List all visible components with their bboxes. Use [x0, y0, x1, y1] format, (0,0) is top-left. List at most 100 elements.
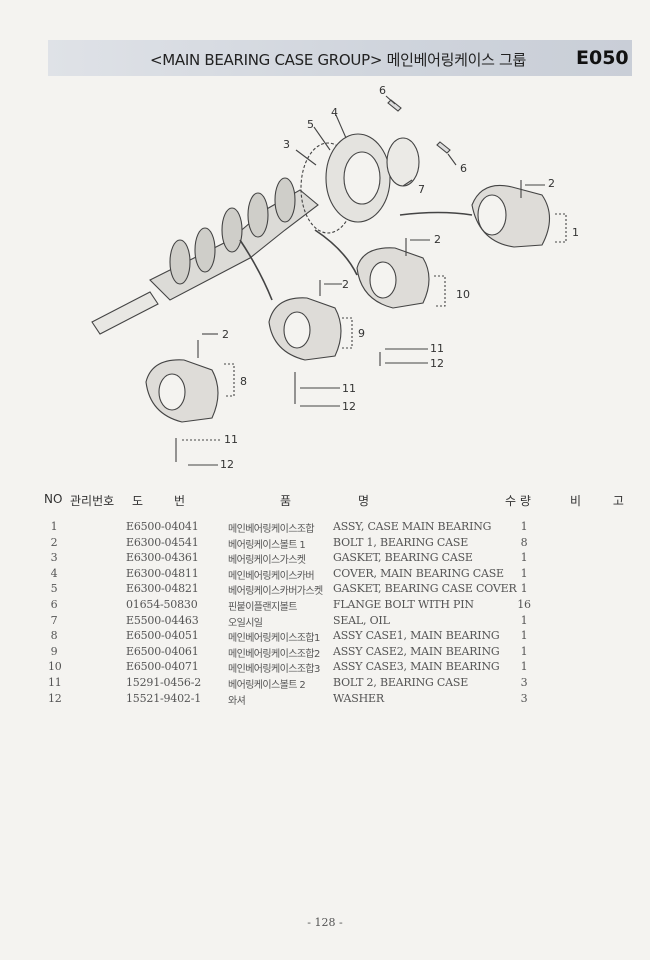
korean-name: 베어링케이스가스켓 — [228, 555, 306, 567]
callout-2: 2 — [548, 177, 555, 190]
english-name: WASHER — [333, 691, 384, 705]
korean-name: 베어링케이스볼트 1 — [228, 539, 306, 551]
korean-name: 베어링케이스볼트 2 — [228, 680, 306, 691]
table-row: 1 E6500-04041 메인베어링케이스조합 ASSY, CASE MAIN BE… — [0, 520, 650, 535]
row-no: 5 — [50, 582, 58, 596]
group-code: E050 — [576, 47, 629, 69]
quantity: 1 — [520, 644, 528, 658]
col-header-no: NO — [44, 492, 63, 506]
english-name: ASSY CASE3, MAIN BEARING — [333, 660, 500, 674]
row-no: 1 — [50, 520, 58, 533]
korean-name: 메인베어링케이스조합2 — [228, 648, 320, 660]
english-name: ASSY CASE2, MAIN BEARING — [333, 644, 500, 658]
callout-6: 6 — [460, 162, 467, 175]
part-number: E6500-04051 — [126, 629, 199, 643]
callout-11: 11 — [430, 342, 444, 355]
part-number: 01654-50830 — [126, 598, 198, 611]
callout-7: 7 — [418, 183, 425, 196]
row-no: 11 — [48, 676, 62, 689]
korean-name: 베어링케이스카버가스켓 — [228, 586, 323, 598]
part-number: E6300-04811 — [126, 566, 199, 580]
flange-bolt-illustration — [436, 141, 451, 154]
korean-name: 메인베어링케이스조합 — [228, 524, 315, 535]
row-no: 7 — [50, 613, 58, 627]
korean-name: 와셔 — [228, 695, 246, 707]
crankshaft-illustration — [91, 177, 319, 335]
table-row: 4 E6300-04811 메인베어링케이스카버 COVER, MAIN BEARIN… — [0, 567, 650, 582]
quantity: 1 — [520, 582, 528, 596]
col-header-beon: 번 — [174, 494, 186, 508]
english-name: COVER, MAIN BEARING CASE — [333, 566, 504, 580]
part-number: 15521-9402-1 — [126, 691, 202, 705]
callout-6: 6 — [379, 84, 386, 97]
bearing-case-3-illustration — [356, 247, 430, 309]
part-number: E6300-04361 — [126, 551, 199, 565]
callout-1: 1 — [572, 226, 579, 239]
col-header-myeong: 명 — [358, 494, 370, 508]
page-number: - 128 - — [307, 916, 343, 929]
row-no: 9 — [50, 644, 58, 658]
callout-12: 12 — [342, 400, 356, 413]
row-no: 6 — [50, 598, 58, 611]
col-header-do: 도 — [132, 494, 144, 508]
english-name: BOLT 2, BEARING CASE — [333, 676, 469, 689]
callout-8: 8 — [240, 375, 247, 388]
english-name: BOLT 1, BEARING CASE — [333, 535, 469, 549]
quantity: 1 — [520, 551, 528, 565]
row-no: 4 — [50, 566, 58, 580]
quantity: 1 — [520, 660, 528, 674]
part-number: E6500-04071 — [126, 660, 199, 674]
english-name: GASKET, BEARING CASE COVER — [333, 582, 517, 596]
bearing-case-2-illustration — [268, 297, 342, 361]
callout-9: 9 — [358, 327, 365, 340]
quantity: 1 — [520, 629, 528, 643]
table-row: 12 15521-9402-1 와셔 WASHER 3 — [0, 692, 650, 707]
english-name: ASSY, CASE MAIN BEARING — [333, 520, 492, 533]
part-number: E5500-04463 — [126, 613, 199, 627]
quantity: 8 — [520, 535, 528, 549]
english-name: ASSY CASE1, MAIN BEARING — [333, 629, 500, 643]
part-number: 15291-0456-2 — [126, 676, 202, 689]
part-number: E6300-04821 — [126, 582, 199, 596]
callout-11: 11 — [224, 433, 238, 446]
table-row: 2 E6300-04541 베어링케이스볼트 1 BOLT 1, BEARING CA… — [0, 536, 650, 551]
english-name: SEAL, OIL — [333, 613, 390, 627]
callout-2: 2 — [342, 278, 349, 291]
bearing-case-1-illustration — [145, 359, 219, 423]
part-number: E6500-04041 — [126, 520, 199, 533]
quantity: 3 — [520, 676, 528, 689]
callout-3: 3 — [283, 138, 290, 151]
row-no: 2 — [50, 535, 58, 549]
callout-11: 11 — [342, 382, 356, 395]
oil-seal-illustration — [386, 137, 420, 187]
page-title: <MAIN BEARING CASE GROUP> 메인베어링케이스 그룹 — [150, 51, 527, 69]
title-banner — [48, 40, 632, 76]
part-number: E6300-04541 — [126, 535, 199, 549]
quantity: 3 — [520, 691, 528, 705]
callout-5: 5 — [307, 118, 314, 131]
table-row: 5 E6300-04821 베어링케이스카버가스켓 GASKET, BEARING C… — [0, 582, 650, 597]
callout-2: 2 — [434, 233, 441, 246]
flange-bolt-illustration — [387, 99, 402, 112]
col-header-mgmt: 관리번호 — [70, 494, 115, 508]
korean-name: 메인베어링케이스조합3 — [228, 664, 320, 676]
korean-name: 메인베어링케이스카버 — [228, 570, 315, 582]
row-no: 12 — [48, 691, 62, 705]
case-cover-illustration — [325, 133, 391, 223]
quantity: 16 — [517, 598, 531, 611]
quantity: 1 — [520, 566, 528, 580]
korean-name: 메인베어링케이스조합1 — [228, 633, 320, 645]
callout-4: 4 — [331, 106, 338, 119]
callout-2: 2 — [222, 328, 229, 341]
col-header-remark: 비 고 — [570, 494, 638, 508]
col-header-qty: 수 량 — [505, 494, 531, 508]
callout-12: 12 — [220, 458, 234, 471]
col-header-pum: 품 — [280, 494, 292, 508]
callout-12: 12 — [430, 357, 444, 370]
